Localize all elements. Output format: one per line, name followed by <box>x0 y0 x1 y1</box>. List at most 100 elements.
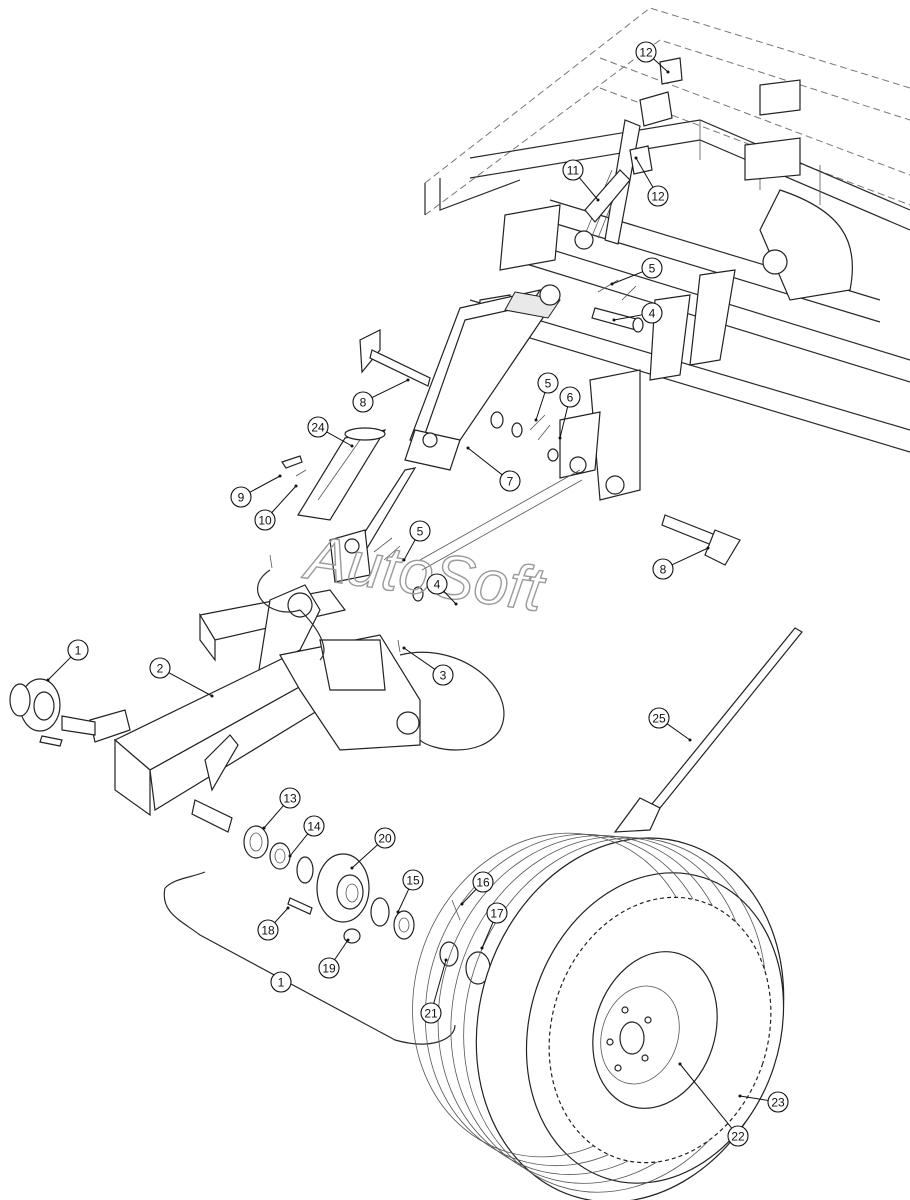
callout-circle <box>257 919 279 941</box>
callout-circle <box>641 257 663 279</box>
callout-number: 9 <box>238 491 245 505</box>
callout-circle <box>307 416 329 438</box>
hydraulic-cylinder <box>329 284 583 583</box>
callout-20: 20 <box>350 827 396 870</box>
callout-number: 5 <box>649 262 656 276</box>
callout-circle <box>254 509 276 531</box>
callout-circle <box>420 1002 442 1024</box>
callout-number: 12 <box>651 190 665 204</box>
callout-18: 18 <box>257 906 290 941</box>
callout-circle <box>472 871 494 893</box>
callout-circle <box>767 1091 789 1113</box>
callout-circle <box>352 391 374 413</box>
callout-4: 4 <box>612 302 663 324</box>
callout-leader-tip <box>666 70 670 74</box>
callout-leader-tip <box>634 156 638 160</box>
callout-leader-tip <box>402 646 406 650</box>
callout-14: 14 <box>288 815 325 858</box>
callout-leader <box>653 58 669 73</box>
callout-number: 20 <box>378 832 392 846</box>
callout-circle <box>432 664 454 686</box>
callout-leader-tip <box>612 318 616 322</box>
callout-leader-tip <box>350 444 354 448</box>
callout-12: 12 <box>634 156 669 207</box>
callout-leader-tip <box>262 826 266 830</box>
callout-circle <box>537 372 559 394</box>
callout-leader-tip <box>46 678 50 682</box>
callout-number: 16 <box>476 876 490 890</box>
callout-leader-tip <box>610 282 614 286</box>
callout-leader-tip <box>558 436 562 440</box>
callout-leader <box>403 647 436 670</box>
callout-circle <box>402 869 424 891</box>
callout-number: 1 <box>75 644 82 658</box>
callout-8: 8 <box>352 378 410 413</box>
callout-leader-tip <box>406 378 410 382</box>
callout-leader <box>467 447 503 476</box>
callout-leader <box>666 723 691 741</box>
callout-number: 11 <box>567 164 580 178</box>
callout-number: 25 <box>652 712 666 726</box>
callout-leader <box>535 392 546 421</box>
callout-leader <box>334 939 349 961</box>
callout-leader-tip <box>278 474 282 478</box>
callout-circle <box>647 185 669 207</box>
callout-leader <box>559 406 569 439</box>
callout-leader-tip <box>480 946 484 950</box>
callout-leader <box>47 656 72 681</box>
callout-circle <box>426 573 448 595</box>
callout-leader-tip <box>346 938 350 942</box>
hub-components <box>163 825 491 1045</box>
callout-leader <box>433 959 447 1004</box>
left-hub <box>9 678 63 747</box>
callout-number: 21 <box>424 1007 438 1021</box>
callout-15: 15 <box>396 869 424 914</box>
callout-number: 22 <box>731 1130 745 1144</box>
callout-25: 25 <box>648 707 692 742</box>
callout-circle <box>559 386 581 408</box>
callout-number: 7 <box>507 475 514 489</box>
callout-leader-tip <box>738 1094 742 1098</box>
slide-tube <box>297 427 387 521</box>
callout-number: 12 <box>639 46 653 60</box>
callout-number: 5 <box>545 377 552 391</box>
callout-leader <box>351 844 378 869</box>
callout-leader-tip <box>460 902 464 906</box>
callout-leader <box>403 539 416 561</box>
callout-number: 15 <box>406 874 420 888</box>
callout-leader <box>263 805 284 829</box>
callout-9: 9 <box>230 474 282 508</box>
callout-leader <box>371 379 409 399</box>
callout-number: 13 <box>283 792 297 806</box>
callout-leader-tip <box>534 418 538 422</box>
axle-frame <box>61 554 505 833</box>
callout-leader-tip <box>466 446 470 450</box>
callout-number: 8 <box>360 396 367 410</box>
callout-leader <box>481 921 494 949</box>
callout-16: 16 <box>460 871 494 906</box>
callout-leader <box>274 907 289 923</box>
callout-circle <box>303 815 325 837</box>
callout-circle <box>652 558 674 580</box>
callout-leader <box>739 1095 769 1101</box>
callout-number: 17 <box>490 907 504 921</box>
callout-8: 8 <box>652 546 710 580</box>
tool-handle <box>613 627 803 833</box>
callout-circle <box>230 486 252 508</box>
callout-7: 7 <box>466 446 521 492</box>
callout-leader-tip <box>288 854 292 858</box>
callout-leader-tip <box>706 546 710 550</box>
callout-leader-tip <box>350 866 354 870</box>
callout-leader-tip <box>454 602 458 606</box>
callout-circle <box>641 302 663 324</box>
callout-leader-tip <box>402 558 406 562</box>
callout-number: 18 <box>261 924 275 938</box>
callout-circle <box>279 787 301 809</box>
callout-circle <box>318 957 340 979</box>
wheel-assembly <box>412 832 785 1200</box>
callout-leader-tip <box>286 906 290 910</box>
callout-5: 5 <box>402 520 431 562</box>
callout-leader <box>249 475 281 493</box>
callout-1: 1 <box>270 971 292 993</box>
